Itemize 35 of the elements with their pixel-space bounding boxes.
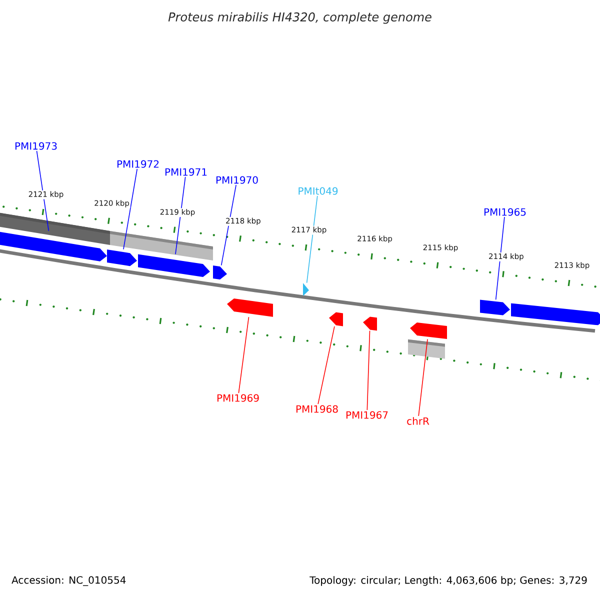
leader-line [220, 184, 236, 266]
gene-label: PMI1970 [216, 176, 258, 184]
gene-label: PMI1972 [117, 160, 159, 168]
leader-line [418, 338, 428, 416]
footer-text: Topology: circular; Length: 4,063,606 bp; Genes: 3,729 [310, 576, 587, 586]
gene-label: chrR [407, 417, 430, 425]
leader-line [306, 196, 318, 284]
feature-bar [0, 212, 110, 245]
leader-line [366, 330, 370, 410]
feature-bar [408, 339, 445, 359]
leader-line [495, 216, 505, 300]
gene-label: PMIt049 [298, 187, 338, 195]
gene-label: PMI1971 [165, 168, 207, 176]
gene-label: PMI1968 [296, 405, 338, 413]
footer-text: Accession: NC_010554 [12, 576, 126, 586]
gene-feature [329, 312, 343, 326]
leader-line [123, 168, 138, 250]
gene-feature [303, 283, 309, 296]
gene-label: PMI1973 [15, 142, 57, 150]
leader-line [238, 316, 250, 394]
leader-line [175, 176, 186, 255]
gene-feature [480, 300, 510, 316]
feature-bar [110, 231, 213, 260]
gene-feature [363, 316, 377, 331]
leader-line [36, 150, 50, 232]
gene-feature [227, 298, 273, 317]
gene-feature [107, 250, 137, 266]
gene-feature [410, 322, 447, 339]
gene-feature [0, 231, 107, 262]
gene-label: PMI1967 [346, 411, 388, 419]
gene-label: PMI1969 [217, 394, 259, 402]
leader-line [318, 326, 335, 404]
title: Proteus mirabilis HI4320, complete genome [168, 12, 432, 24]
gene-feature [213, 266, 227, 280]
gene-label: PMI1965 [484, 208, 526, 216]
